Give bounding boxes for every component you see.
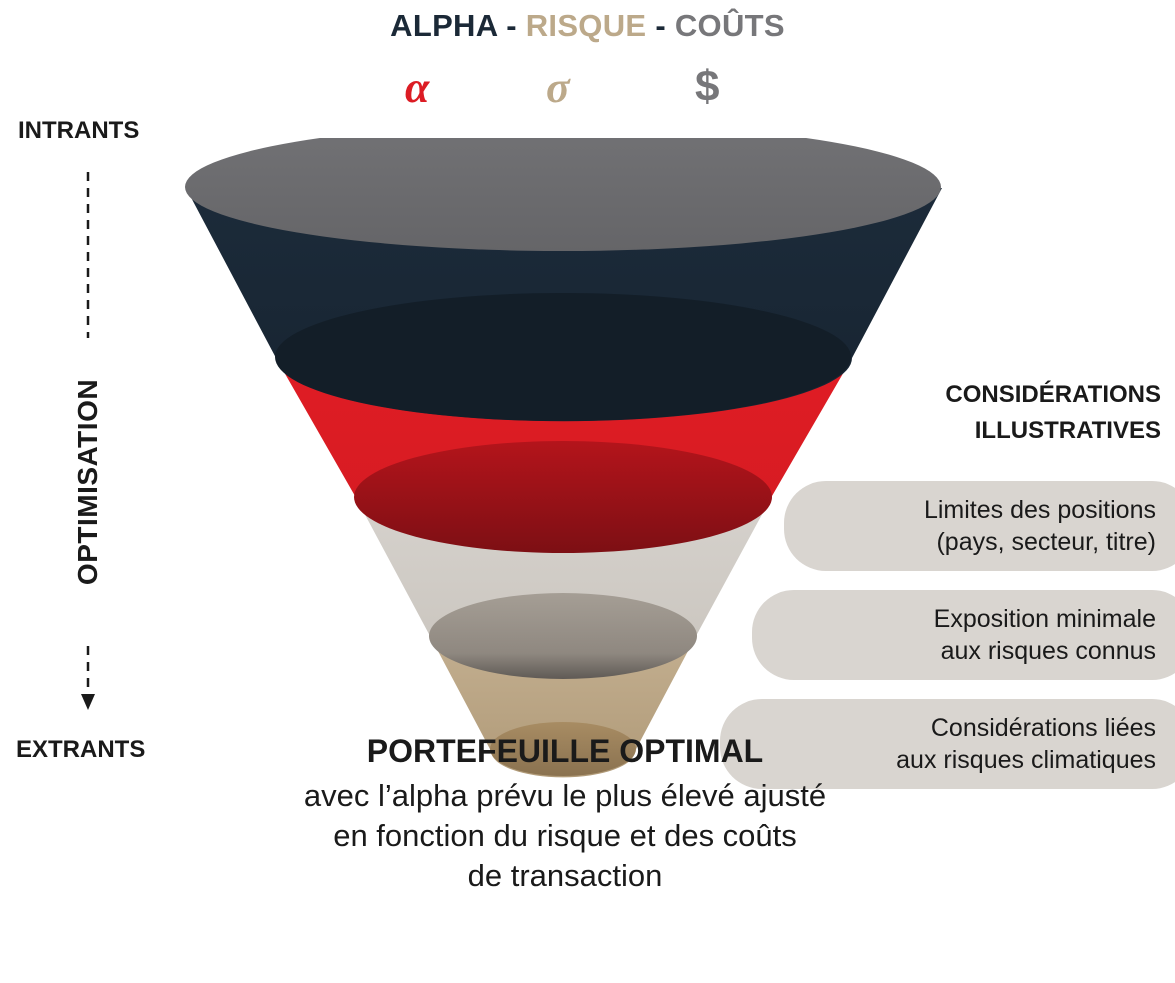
inputs-label: INTRANTS (18, 117, 140, 144)
cost-symbol: $ (695, 62, 720, 111)
consideration-item: Exposition minimale aux risques connus (752, 590, 1175, 680)
consideration-item: Limites des positions (pays, secteur, ti… (784, 481, 1175, 571)
title-separator: - (655, 8, 666, 43)
funnel-diagram (185, 138, 942, 778)
considerations-heading: CONSIDÉRATIONS ILLUSTRATIVES (945, 377, 1161, 449)
title-alpha: ALPHA (390, 8, 498, 43)
output-description-line3: de transaction (467, 858, 663, 893)
alpha-symbol: α (405, 63, 430, 112)
output-description-line1: avec l’alpha prévu le plus élevé ajusté (303, 778, 827, 813)
funnel-title: ALPHA - RISQUE - COÛTS (0, 8, 1175, 44)
title-separator: - (506, 8, 517, 43)
output-description: avec l’alpha prévu le plus élevé ajusté … (0, 776, 1130, 896)
consideration-text-line1: Exposition minimale (933, 605, 1156, 633)
optimisation-arrow (81, 172, 95, 710)
title-risque: RISQUE (525, 8, 647, 43)
output-description-line2: en fonction du risque et des coûts (333, 818, 797, 853)
considerations-heading-line2: ILLUSTRATIVES (974, 417, 1161, 444)
funnel-top-ellipse (185, 138, 941, 251)
outputs-label: EXTRANTS (16, 736, 146, 763)
considerations-heading-line1: CONSIDÉRATIONS (945, 381, 1161, 408)
consideration-text-line1: Considérations liées (930, 714, 1156, 742)
funnel-segment-navy (186, 188, 942, 422)
title-couts: COÛTS (674, 8, 785, 43)
consideration-text-line2: (pays, secteur, titre) (936, 528, 1156, 556)
optimisation-label: OPTIMISATION (72, 378, 103, 586)
consideration-text-line2: aux risques connus (940, 637, 1156, 665)
output-title: PORTEFEUILLE OPTIMAL (366, 733, 764, 769)
sigma-symbol: σ (546, 63, 570, 112)
consideration-item: Considérations liées aux risques climati… (720, 699, 1175, 789)
consideration-text-line1: Limites des positions (923, 496, 1156, 524)
consideration-text-line2: aux risques climatiques (896, 746, 1156, 774)
